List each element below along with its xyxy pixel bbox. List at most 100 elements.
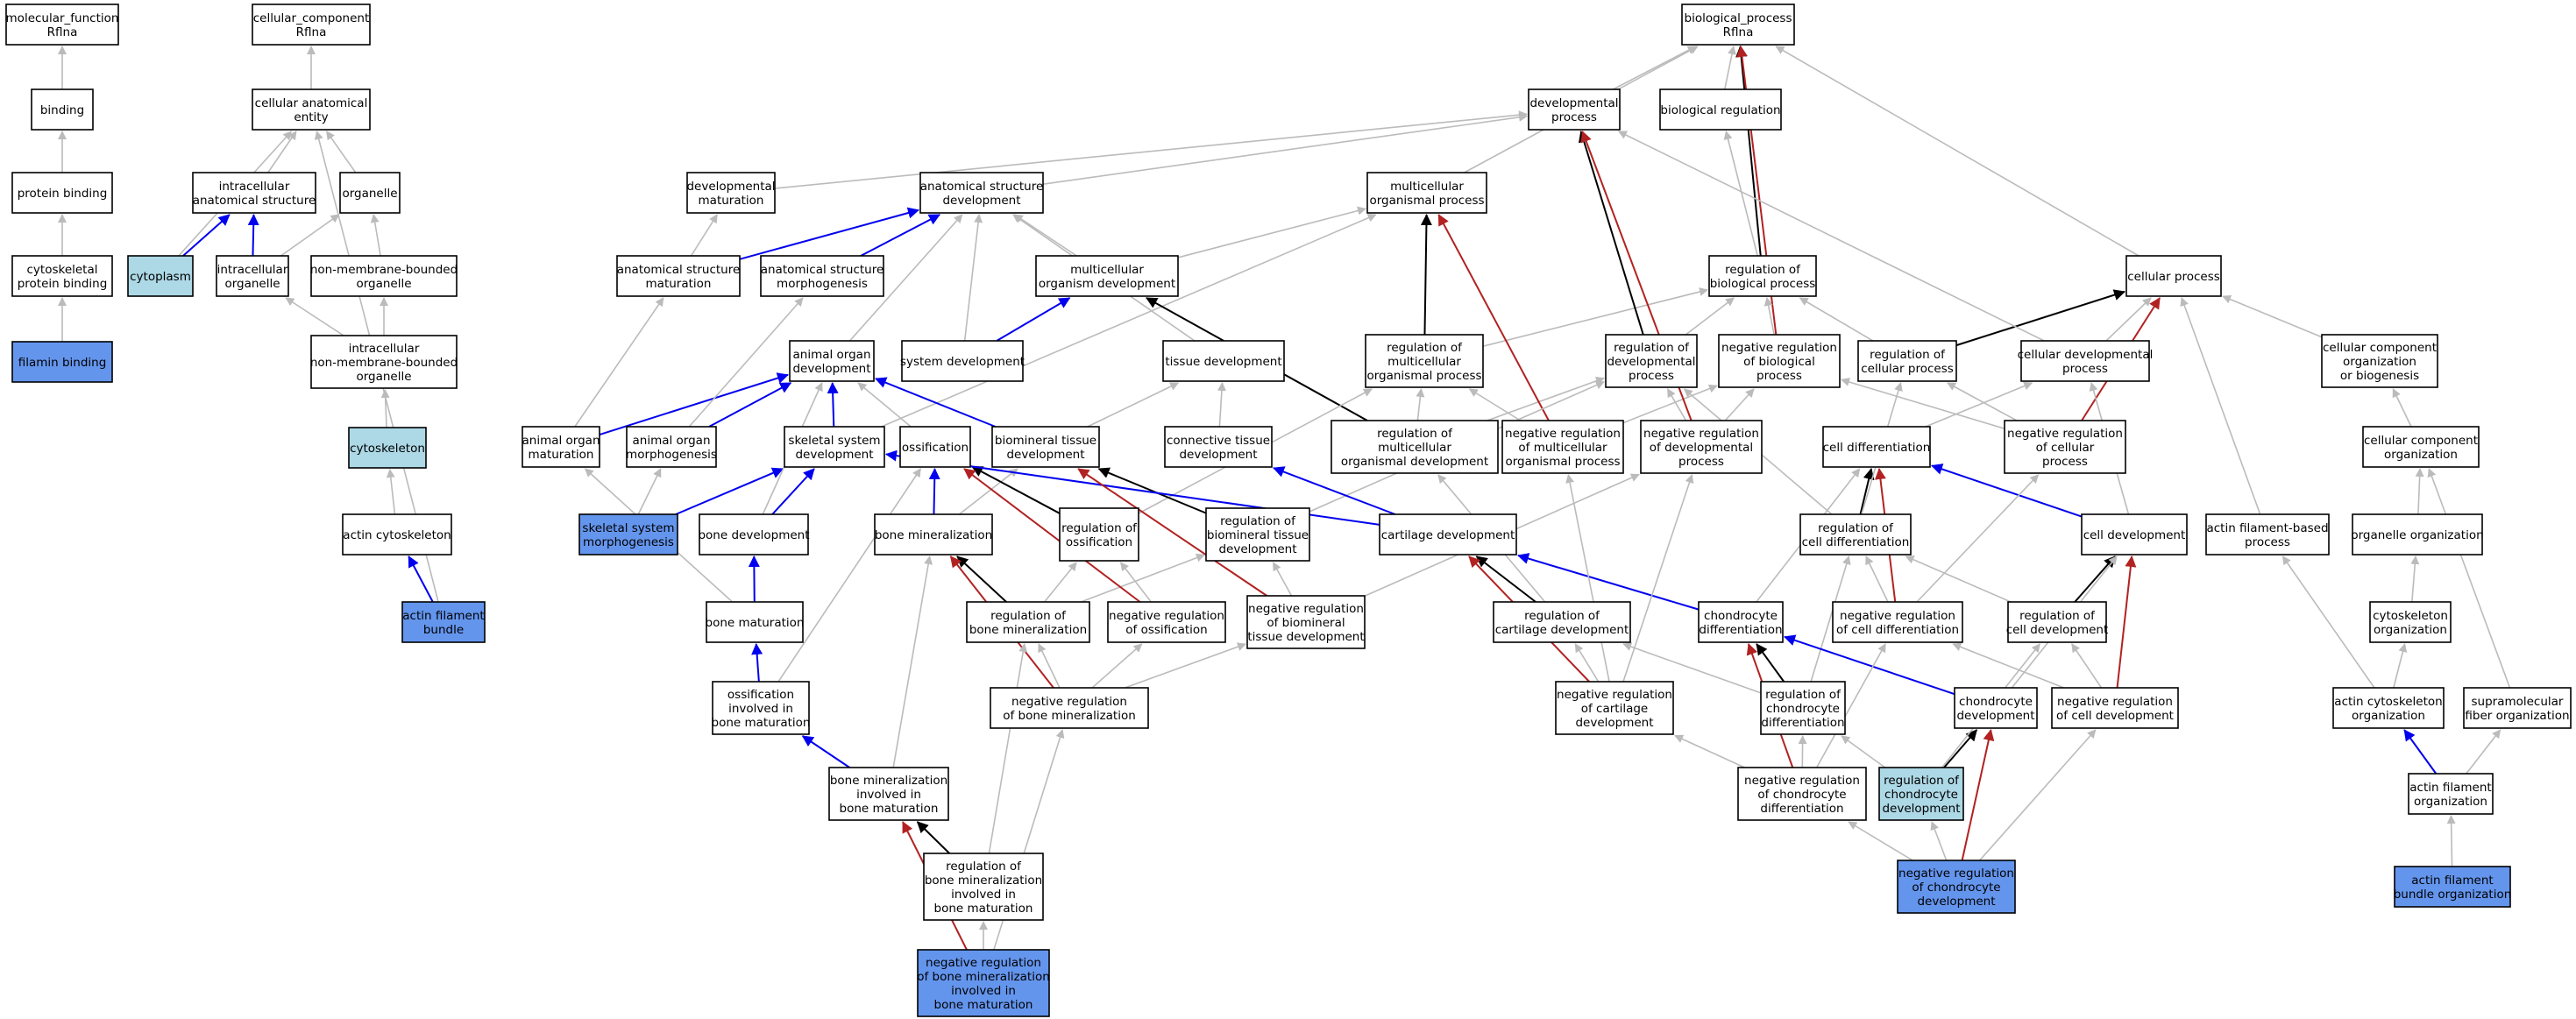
edge-is-a-celldevproc-devproc (1617, 131, 2045, 342)
node-box (686, 172, 776, 214)
edge-is-a-cellproc-bp (1775, 46, 2140, 257)
node-label-line: development (1882, 802, 1960, 816)
go-term-node-protbind[interactable]: protein binding (11, 172, 113, 214)
go-term-node-cytoskeleton[interactable]: cytoskeleton (348, 427, 427, 469)
node-label-line: of chondrocyte (1757, 788, 1846, 802)
go-term-node-ossif[interactable]: ossification (899, 426, 971, 468)
go-term-node-inmbo[interactable]: intracellularnon-membrane-boundedorganel… (310, 335, 458, 389)
edge-is-a-celldiff-celldevproc (1925, 381, 2033, 428)
node-label-line: of bone mineralization (1003, 709, 1136, 723)
node-label-line: biomineral tissue (1207, 528, 1309, 542)
go-term-node-cellproc[interactable]: cellular process (2125, 255, 2222, 297)
go-term-node-bioreg[interactable]: biological regulation (1659, 88, 1782, 131)
go-term-node-binding[interactable]: binding (31, 88, 94, 131)
go-term-node-bonemin[interactable]: bone mineralization (874, 513, 993, 555)
node-label-line: chondrocyte (1766, 702, 1840, 716)
node-box (917, 949, 1050, 1017)
go-term-node-bonedev[interactable]: bone development (698, 513, 810, 555)
go-term-node-celldev[interactable]: cell development (2081, 513, 2188, 555)
node-box (1365, 334, 1484, 388)
edge-is-a-devmat-devproc (774, 110, 1528, 189)
node-label-line: involved in (951, 984, 1016, 998)
node-label-line: differentiation (1761, 716, 1844, 730)
go-term-node-cartdev[interactable]: cartilage development (1379, 513, 1517, 555)
go-term-node-bonemat[interactable]: bone maturation (706, 601, 805, 643)
go-term-node-sysdev[interactable]: system development (900, 340, 1025, 382)
go-term-node-celldiff[interactable]: cell differentiation (1822, 426, 1931, 468)
node-label-line: protein binding (18, 277, 108, 291)
go-term-node-orgorg[interactable]: organelle organization (2351, 513, 2484, 555)
go-term-node-actcyto[interactable]: actin cytoskeleton (342, 513, 452, 555)
go-term-node-organelle[interactable]: organelle (339, 172, 401, 214)
go-term-node-cytoplasm[interactable]: cytoplasm (127, 255, 194, 297)
go-term-node-tissdev[interactable]: tissue development (1162, 340, 1285, 382)
node-label-line: actin filament-based (2206, 521, 2328, 535)
go-term-node-filamin[interactable]: filamin binding (11, 341, 113, 383)
node-label-line: of developmental (1650, 441, 1753, 455)
